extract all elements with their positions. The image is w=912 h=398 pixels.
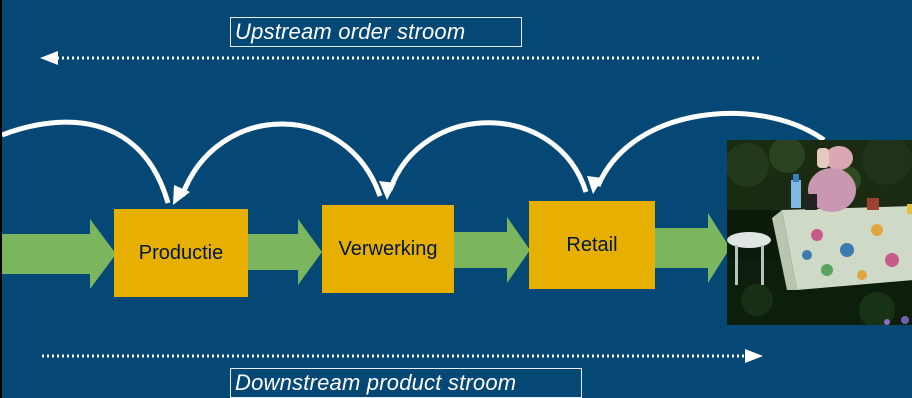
order-arc-3 <box>595 110 826 187</box>
stage-productie: Productie <box>114 209 248 297</box>
stage-productie-label: Productie <box>138 241 224 264</box>
order-arrowhead-1 <box>173 185 190 205</box>
flow-arrow-3 <box>454 217 530 283</box>
order-flow-arcs <box>2 110 826 204</box>
order-arc-0 <box>2 119 171 204</box>
order-arrowhead-2 <box>379 181 396 200</box>
flow-arrow-2 <box>248 219 322 285</box>
stage-verwerking-label: Verwerking <box>338 237 438 260</box>
flow-arrow-4 <box>655 213 730 283</box>
consumer-photo <box>727 140 912 325</box>
flow-arrow-1 <box>2 219 116 289</box>
downstream-product-label: Downstream product stroom <box>230 368 582 398</box>
stage-retail-label: Retail <box>566 233 618 256</box>
consumer-photo-image <box>727 140 912 325</box>
order-arc-2 <box>387 120 589 193</box>
stage-retail: Retail <box>529 201 655 289</box>
product-flow-arrows <box>2 213 730 289</box>
downstream-arrowhead <box>745 349 763 363</box>
order-arrowhead-3 <box>587 176 603 194</box>
order-arc-1 <box>179 121 383 197</box>
upstream-arrowhead <box>40 51 58 65</box>
order-arrowheads <box>173 176 603 205</box>
upstream-order-label: Upstream order stroom <box>230 17 522 47</box>
stage-verwerking: Verwerking <box>322 205 454 293</box>
